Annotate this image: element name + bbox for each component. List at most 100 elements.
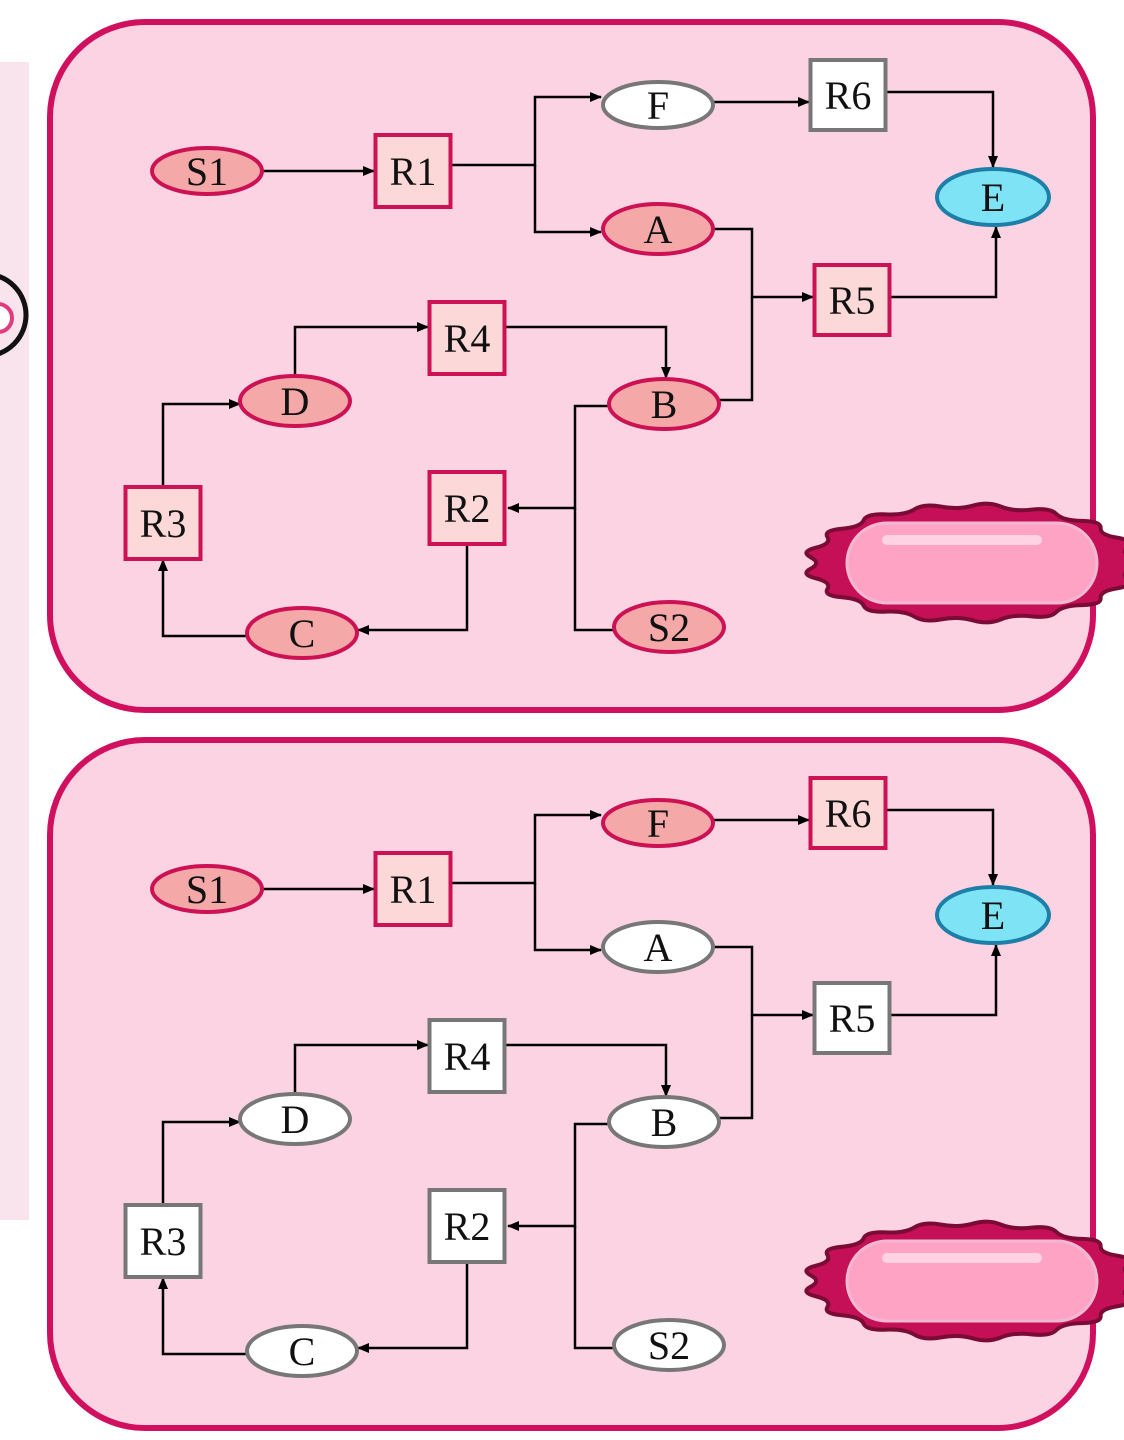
reaction-box <box>373 851 453 927</box>
node-label: S2 <box>648 1323 690 1368</box>
reaction-box <box>373 133 453 209</box>
edge-r2-c <box>357 1263 469 1353</box>
node-label: S1 <box>186 149 228 194</box>
node-f: F <box>601 80 715 130</box>
metabolite-ellipse <box>612 600 726 654</box>
metabolite-ellipse <box>601 920 715 974</box>
metabolite-ellipse <box>601 798 715 848</box>
node-label: R5 <box>829 278 876 323</box>
metabolite-ellipse <box>150 864 264 914</box>
node-r1: R1 <box>373 133 453 209</box>
node-a: A <box>601 202 715 256</box>
node-label: R6 <box>825 73 872 118</box>
edge-r6-e <box>886 808 998 886</box>
node-label: B <box>651 1100 678 1145</box>
node-label: R6 <box>825 791 872 836</box>
reaction-box <box>808 776 888 850</box>
node-s1: S1 <box>150 864 264 914</box>
node-label: D <box>281 379 310 424</box>
edge-s2-r2 <box>573 1226 614 1350</box>
reaction-box <box>808 58 888 132</box>
node-b: B <box>607 1095 721 1149</box>
bacterium-icon <box>804 1219 1124 1343</box>
edge-r5-e <box>891 226 1001 299</box>
edges <box>158 808 1001 1356</box>
node-label: R5 <box>829 996 876 1041</box>
node-label: F <box>647 801 669 846</box>
node-label: R3 <box>140 1219 187 1264</box>
node-a: A <box>601 920 715 974</box>
edges <box>158 90 1001 638</box>
edge-r5-e <box>891 944 1001 1017</box>
edge-d-r4 <box>293 1040 429 1094</box>
edge-r3-d <box>161 399 241 487</box>
metabolite-ellipse <box>150 146 264 196</box>
side-strip <box>0 62 29 1220</box>
node-label: F <box>647 83 669 128</box>
node-s2: S2 <box>612 600 726 654</box>
metabolite-ellipse <box>238 374 352 428</box>
node-label: S1 <box>186 867 228 912</box>
node-label: R3 <box>140 501 187 546</box>
reaction-box <box>427 1018 507 1094</box>
metabolite-ellipse <box>612 1318 726 1372</box>
node-label: R2 <box>444 486 491 531</box>
reaction-box <box>123 1203 203 1279</box>
metabolite-ellipse <box>245 1324 359 1378</box>
node-label: B <box>651 382 678 427</box>
bacterium-highlight <box>882 535 1042 545</box>
node-label: S2 <box>648 605 690 650</box>
edge-b-r5 <box>719 1015 754 1120</box>
node-r4: R4 <box>427 300 507 376</box>
node-e: E <box>935 885 1051 945</box>
node-s2: S2 <box>612 1318 726 1372</box>
edge-r6-e <box>886 90 998 168</box>
edge-b-r2 <box>507 1122 609 1231</box>
node-label: R1 <box>390 149 437 194</box>
metabolite-ellipse <box>245 606 359 660</box>
edge-a-r5 <box>713 945 814 1020</box>
node-s1: S1 <box>150 146 264 196</box>
node-c: C <box>245 606 359 660</box>
reaction-box <box>427 470 507 546</box>
node-r6: R6 <box>808 58 888 132</box>
metabolite-ellipse <box>601 80 715 130</box>
node-r6: R6 <box>808 776 888 850</box>
node-d: D <box>238 374 352 428</box>
metabolite-ellipse <box>935 885 1051 945</box>
node-f: F <box>601 798 715 848</box>
node-r3: R3 <box>123 485 203 561</box>
metabolite-ellipse <box>607 1095 721 1149</box>
node-label: E <box>981 893 1005 938</box>
node-label: D <box>281 1097 310 1142</box>
node-label: R2 <box>444 1204 491 1249</box>
metabolite-ellipse <box>238 1092 352 1146</box>
node-r2: R2 <box>427 1188 507 1264</box>
node-r3: R3 <box>123 1203 203 1279</box>
reaction-box <box>123 485 203 561</box>
node-b: B <box>607 377 721 431</box>
edge-c-r3 <box>158 1277 247 1356</box>
node-e: E <box>935 167 1051 227</box>
bacterium-highlight <box>882 1253 1042 1263</box>
metabolite-ellipse <box>601 202 715 256</box>
node-label: R1 <box>390 867 437 912</box>
node-r5: R5 <box>812 981 892 1055</box>
node-label: A <box>644 207 673 252</box>
edge-r3-d <box>161 1117 241 1205</box>
node-label: R4 <box>444 1034 491 1079</box>
reaction-box <box>427 300 507 376</box>
node-c: C <box>245 1324 359 1378</box>
edge-a-r5 <box>713 227 814 302</box>
edge-c-r3 <box>158 559 247 638</box>
node-r2: R2 <box>427 470 507 546</box>
edge-r4-b <box>505 325 671 379</box>
node-label: C <box>289 1329 316 1374</box>
edge-d-r4 <box>293 322 429 376</box>
node-label: R4 <box>444 316 491 361</box>
edge-r4-b <box>505 1043 671 1097</box>
metabolite-ellipse <box>935 167 1051 227</box>
